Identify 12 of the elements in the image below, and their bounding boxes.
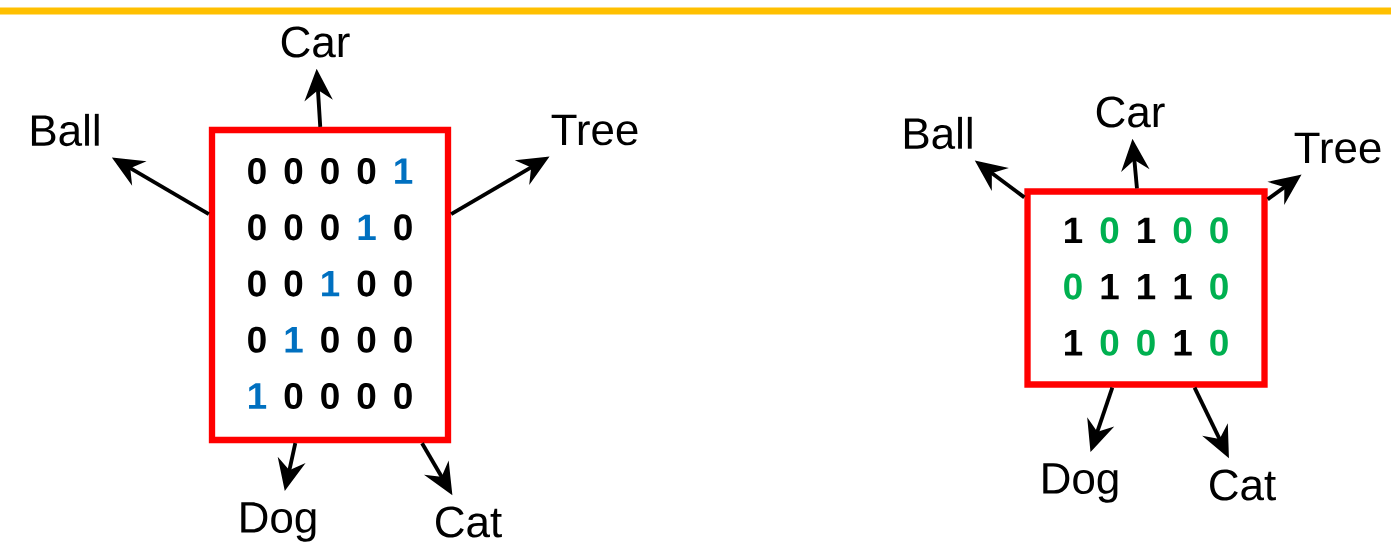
word-label: Car bbox=[1096, 96, 1165, 128]
word-label: Dog bbox=[1043, 463, 1118, 503]
word-label: Ball bbox=[31, 113, 99, 147]
matrix-box: 0 0 0 0 1 0 0 0 1 0 0 0 1 0 0 0 1 0 0 0 1 0 0 0 0 bbox=[208, 126, 452, 444]
word-label: Cat bbox=[436, 506, 502, 538]
word-label: Ball bbox=[904, 116, 972, 150]
word-label: Cat bbox=[1210, 469, 1276, 501]
word-label: Car bbox=[281, 26, 350, 58]
word-label: Tree bbox=[551, 114, 638, 146]
word-label: Dog bbox=[241, 502, 316, 542]
matrix-box: 1 0 1 0 0 0 1 1 1 0 1 0 0 1 0 bbox=[1024, 188, 1268, 388]
word-label: Tree bbox=[1294, 132, 1381, 164]
